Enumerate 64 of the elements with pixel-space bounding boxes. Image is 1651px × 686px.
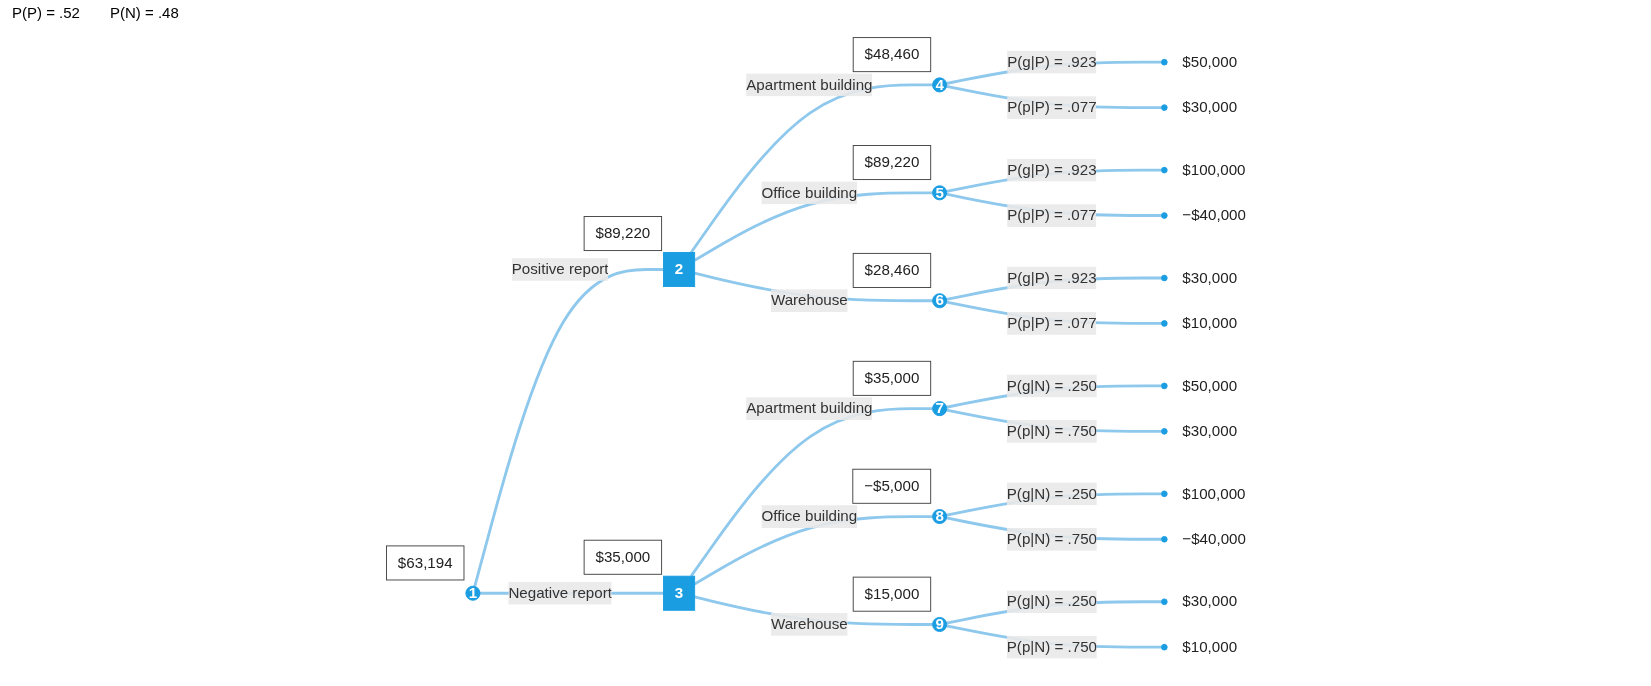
edge-label: Positive report xyxy=(511,260,609,278)
node-circle xyxy=(1161,428,1168,435)
node-label: $63,194 xyxy=(397,554,453,571)
node-circle xyxy=(1161,490,1168,498)
probability-label: P(P) = .52 xyxy=(12,4,80,23)
edge-label: Negative report xyxy=(508,584,612,601)
node-label: $100,000 xyxy=(1182,161,1246,178)
edge-label: P(g|N) = .250 xyxy=(1006,485,1097,502)
edge-label: P(g|P) = .923 xyxy=(1007,161,1097,178)
edge-label: Warehouse xyxy=(770,615,848,633)
node-label: $30,000 xyxy=(1182,422,1238,439)
node-circle: 8 xyxy=(932,509,948,525)
node-circle xyxy=(1161,274,1168,282)
node-circle: 7 xyxy=(932,401,948,417)
node-circle xyxy=(1161,535,1168,543)
node-circle xyxy=(1161,104,1168,111)
node-label: $28,460 xyxy=(864,261,920,279)
node-circle xyxy=(1161,58,1168,66)
node-box: 2 xyxy=(663,251,696,287)
node-circle xyxy=(1161,320,1168,327)
node-circle: 9 xyxy=(932,616,948,632)
node-label: $15,000 xyxy=(864,585,920,602)
edge-label: P(p|P) = .077 xyxy=(1007,314,1097,332)
node-label: $30,000 xyxy=(1182,269,1238,286)
edge-label: P(p|P) = .077 xyxy=(1007,99,1097,116)
node-circle xyxy=(1161,382,1168,390)
node-circle xyxy=(1161,212,1168,219)
edge-label: P(p|N) = .750 xyxy=(1006,422,1097,439)
edge-label: P(g|N) = .250 xyxy=(1006,593,1097,610)
edge-label: P(p|N) = .750 xyxy=(1006,638,1097,655)
edge-label: P(g|N) = .250 xyxy=(1006,377,1097,394)
node-label: $30,000 xyxy=(1182,593,1238,610)
edge-label: P(p|N) = .750 xyxy=(1006,530,1097,547)
node-label: $35,000 xyxy=(595,548,651,565)
node-circle xyxy=(1161,643,1168,651)
node-label: $50,000 xyxy=(1182,53,1238,70)
node-circle xyxy=(1161,166,1168,174)
edge-label: P(g|P) = .923 xyxy=(1007,53,1097,70)
edge-label: P(p|P) = .077 xyxy=(1007,207,1097,224)
node-label: $35,000 xyxy=(864,369,920,386)
edge-label: Warehouse xyxy=(770,292,848,309)
node-circle xyxy=(1161,598,1168,606)
node-label: $89,220 xyxy=(595,225,651,242)
node-circle: 6 xyxy=(932,293,948,309)
node-label: −$40,000 xyxy=(1182,207,1246,224)
node-label: −$5,000 xyxy=(864,477,920,494)
edge-label: Apartment building xyxy=(746,76,873,93)
node-circle: 5 xyxy=(932,185,948,201)
node-label: $10,000 xyxy=(1182,314,1238,332)
edge-label: P(g|P) = .923 xyxy=(1007,269,1097,286)
probability-label: P(N) = .48 xyxy=(109,4,179,23)
edge-label: Apartment building xyxy=(746,400,873,417)
node-label: $30,000 xyxy=(1182,99,1238,116)
node-label: −$40,000 xyxy=(1182,530,1246,547)
node-label: $10,000 xyxy=(1182,638,1238,655)
node-label: $48,460 xyxy=(864,46,920,63)
node-circle: 1 xyxy=(465,585,481,601)
edge-label: Office building xyxy=(761,508,858,525)
node-circle: 4 xyxy=(932,77,948,93)
node-label: $89,220 xyxy=(864,154,920,171)
node-label: $50,000 xyxy=(1182,377,1238,394)
node-label: $100,000 xyxy=(1182,485,1246,502)
edge-label: Office building xyxy=(761,184,858,201)
node-box: 3 xyxy=(663,575,696,611)
